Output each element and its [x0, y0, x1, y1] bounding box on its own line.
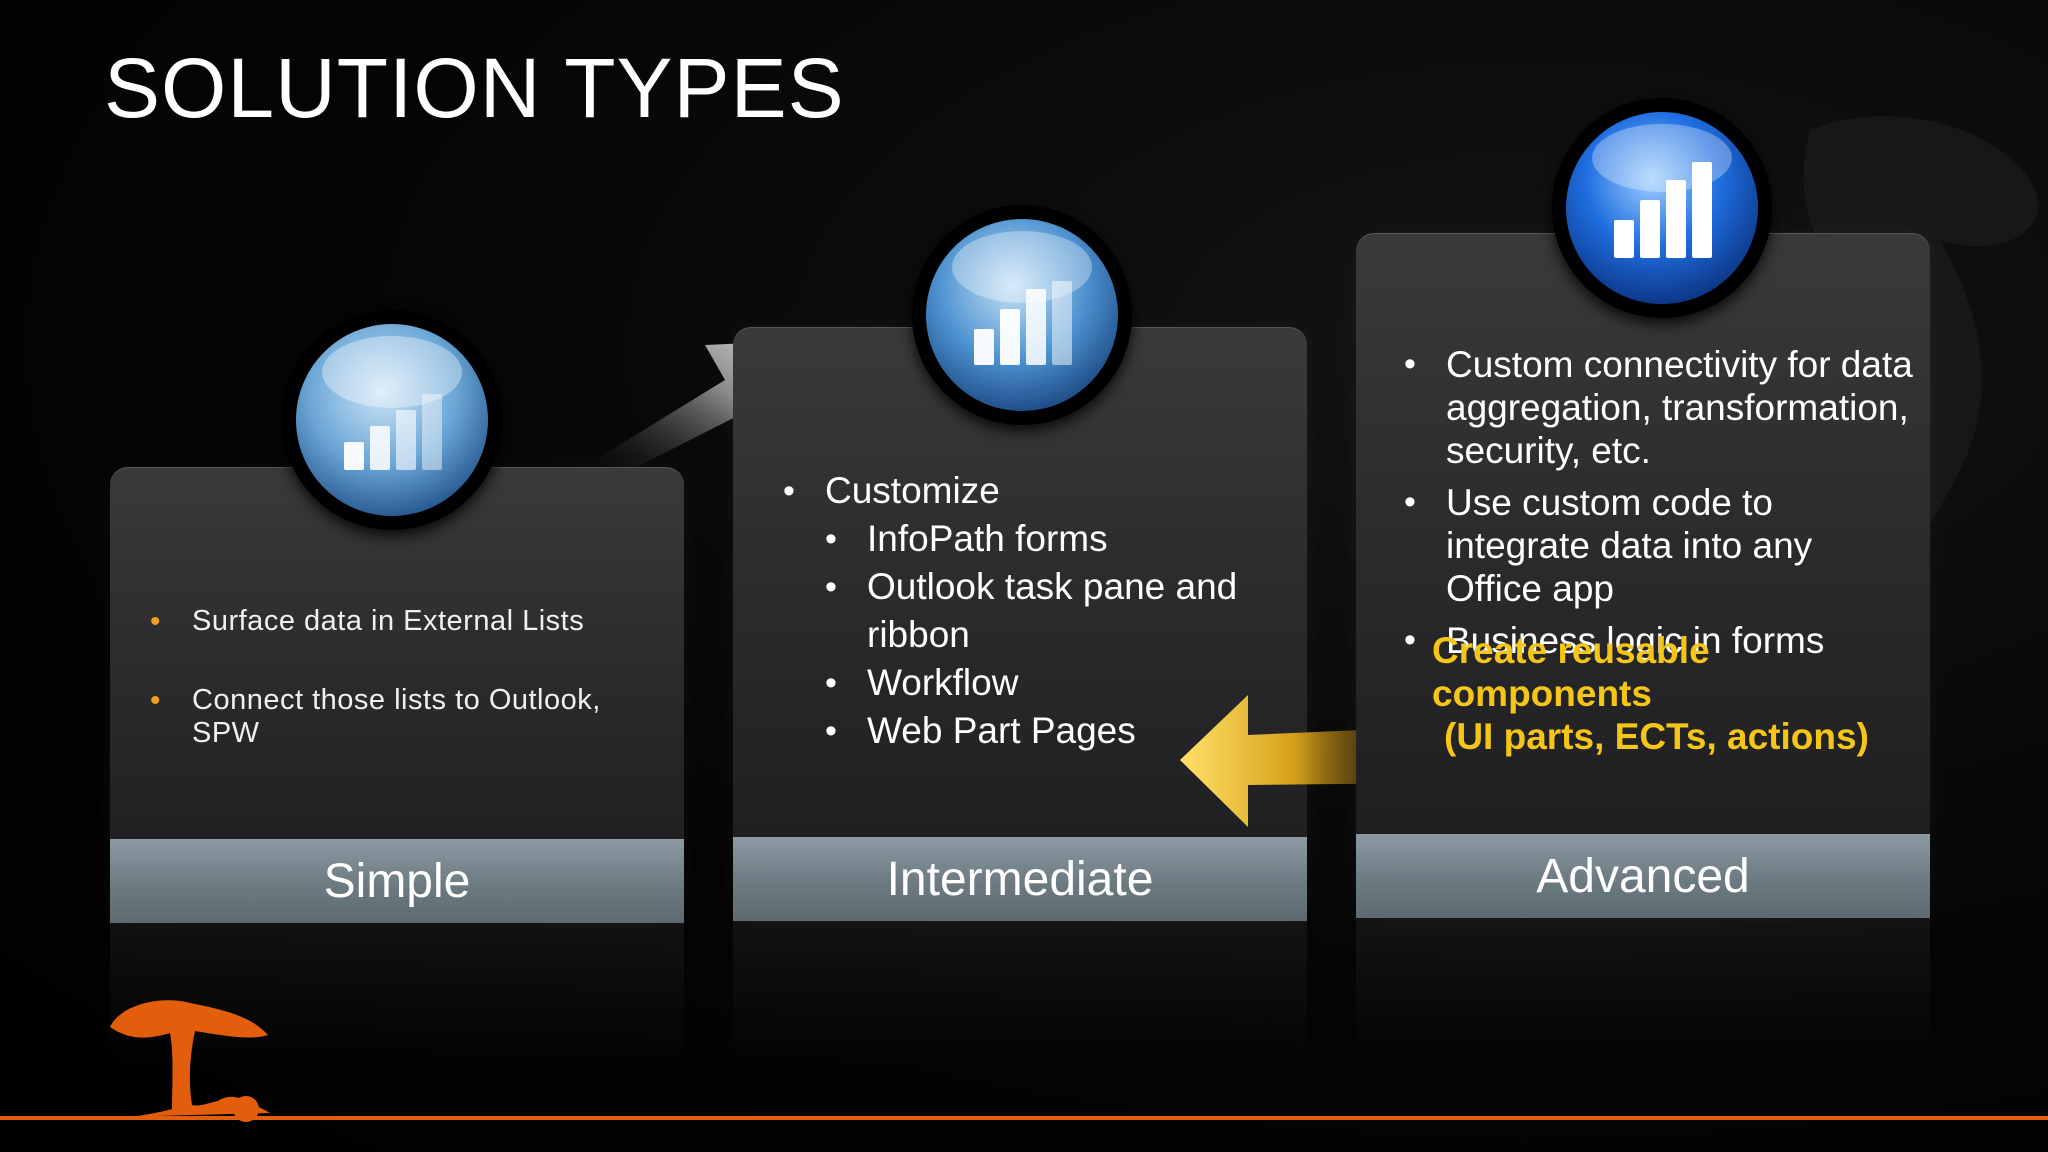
bottom-accent-line	[0, 1116, 2048, 1120]
bar-chart-icon	[296, 324, 488, 516]
intermediate-label: Intermediate	[733, 837, 1307, 921]
highlight-line: Create reusable components	[1432, 630, 1710, 714]
highlight-line: (UI parts, ECTs, actions)	[1444, 716, 1869, 757]
slide-title: SOLUTION TYPES	[104, 41, 845, 135]
list-item: InfoPath forms	[825, 515, 1283, 563]
advanced-orb	[1552, 98, 1772, 318]
list-item: Surface data in External Lists	[150, 605, 670, 639]
intermediate-bullet-list: Customize InfoPath forms Outlook task pa…	[783, 467, 1283, 755]
simple-orb	[282, 310, 502, 530]
back-arrow-icon	[1180, 695, 1430, 827]
simple-label: Simple	[110, 839, 684, 923]
intermediate-card: Customize InfoPath forms Outlook task pa…	[733, 327, 1307, 1061]
simple-bullet-list: Surface data in External Lists Connect t…	[150, 605, 670, 796]
list-item: Use custom code to integrate data into a…	[1404, 481, 1914, 610]
intermediate-sub-list: InfoPath forms Outlook task pane and rib…	[825, 515, 1283, 755]
list-item: Workflow	[825, 659, 1283, 707]
advanced-bullet-list: Custom connectivity for data aggregation…	[1404, 343, 1914, 671]
list-item: Outlook task pane and ribbon	[825, 563, 1283, 659]
list-item: Business logic in forms	[1404, 619, 1914, 662]
advanced-highlight: Create reusable components (UI parts, EC…	[1432, 629, 1912, 758]
bar-chart-icon	[926, 219, 1118, 411]
tree-logo-icon	[100, 1000, 270, 1122]
advanced-card: Custom connectivity for data aggregation…	[1356, 233, 1930, 1058]
advanced-label: Advanced	[1356, 834, 1930, 918]
list-item-label: Customize	[825, 470, 1000, 511]
intermediate-orb	[912, 205, 1132, 425]
list-item: Customize InfoPath forms Outlook task pa…	[783, 467, 1283, 755]
list-item: Connect those lists to Outlook, SPW	[150, 684, 670, 750]
bar-chart-icon	[1566, 112, 1758, 304]
list-item: Custom connectivity for data aggregation…	[1404, 343, 1914, 472]
list-item: Web Part Pages	[825, 707, 1283, 755]
simple-card: Surface data in External Lists Connect t…	[110, 467, 684, 1063]
